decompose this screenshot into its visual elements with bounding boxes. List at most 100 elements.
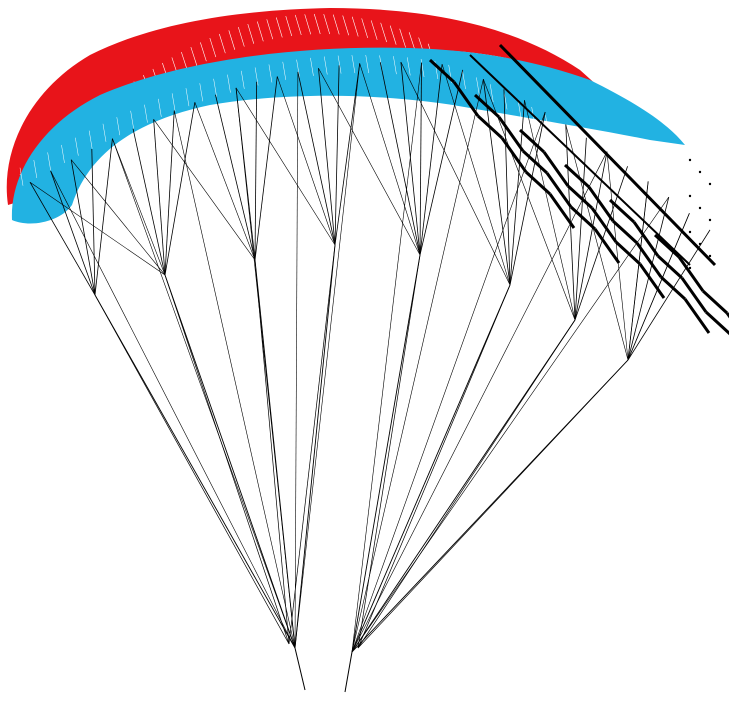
top-rib-line — [275, 17, 283, 38]
bottom-rib-line — [503, 91, 508, 110]
bottom-rib-line — [241, 70, 245, 89]
bottom-rib-line — [351, 55, 356, 74]
bottom-rib-line — [213, 78, 217, 97]
zigzag-segment — [566, 184, 594, 210]
upper-cascade-line — [400, 61, 511, 286]
zigzag-segment — [518, 128, 546, 154]
zigzag-segment — [497, 116, 525, 152]
bottom-rib-line — [310, 57, 314, 76]
upper-cascade-line — [235, 87, 336, 246]
top-rib-line — [399, 28, 406, 48]
tip-dot — [708, 182, 712, 186]
bottom-rib-line — [61, 144, 65, 164]
direct-line — [173, 110, 296, 649]
upper-cascade-line — [29, 182, 96, 296]
upper-cascade-line — [276, 76, 336, 246]
top-rib-line — [560, 160, 568, 175]
tip-dot — [688, 266, 692, 270]
top-rib-line — [190, 46, 198, 66]
top-rib-line — [257, 21, 264, 42]
bottom-rib-line — [144, 104, 148, 123]
upper-cascade-line — [318, 68, 336, 246]
upper-cascade-line — [482, 79, 511, 286]
top-rib-line — [551, 151, 558, 165]
upper-cascade-line — [574, 137, 587, 321]
suspension-lines — [29, 61, 711, 693]
top-rib-line — [361, 18, 368, 39]
top-rib-line — [285, 15, 293, 37]
upper-cascade-line — [164, 110, 175, 276]
bottom-rib-line — [393, 56, 397, 75]
upper-cascade-line — [627, 196, 670, 361]
lower-cascade-line — [351, 254, 421, 653]
zigzag-segment — [587, 186, 615, 222]
bottom-rib-line — [559, 123, 563, 142]
upper-cascade-line — [70, 159, 96, 296]
zigzag-segment — [614, 240, 642, 266]
upper-cascade-line — [153, 119, 166, 276]
folded-tip-zigzag — [428, 43, 729, 336]
direct-line — [50, 170, 296, 649]
zigzag-segment — [593, 228, 621, 264]
upper-cascade-line — [419, 69, 464, 256]
top-rib-line — [342, 15, 349, 36]
riser-line — [344, 651, 353, 693]
upper-cascade-line — [627, 229, 711, 361]
lower-cascade-line — [357, 319, 576, 649]
zigzag-segment — [521, 149, 549, 175]
bottom-rib-line — [406, 57, 411, 76]
top-rib-line — [380, 22, 387, 43]
upper-cascade-line — [483, 79, 576, 321]
upper-cascade-line — [94, 138, 113, 296]
tip-dot — [698, 170, 702, 174]
top-rib-line — [228, 30, 236, 50]
lower-cascade-line — [357, 359, 629, 649]
bottom-rib-line — [88, 130, 93, 149]
upper-cascade-line — [524, 100, 576, 321]
upper-cascade-line — [50, 170, 96, 296]
tip-dot — [698, 242, 702, 246]
lower-cascade-line — [164, 274, 296, 649]
zigzag-segment — [500, 137, 528, 173]
zigzag-segment — [632, 221, 660, 257]
zigzag-segment — [704, 310, 729, 336]
upper-cascade-line — [627, 181, 649, 361]
bottom-rib-line — [19, 167, 24, 186]
tip-edge-line — [498, 43, 717, 267]
upper-cascade-line — [297, 71, 336, 246]
zigzag-segment — [677, 256, 705, 292]
top-rib-line — [200, 42, 207, 62]
tip-edge-line — [469, 54, 691, 266]
tip-dot — [688, 194, 692, 198]
bottom-rib-line — [337, 55, 342, 74]
upper-cascade-line — [574, 166, 628, 321]
direct-line — [351, 196, 670, 653]
zigzag-segment — [638, 263, 666, 299]
bottom-surface-fill — [11, 47, 685, 224]
bottom-rib-line — [669, 202, 674, 221]
bottom-rib-line — [158, 98, 162, 117]
bottom-rib-line — [75, 137, 79, 156]
top-surface-fill — [6, 8, 600, 205]
bottom-rib-line — [33, 159, 38, 179]
bottom-rib-line — [489, 84, 494, 103]
top-rib-line — [513, 113, 520, 129]
top-rib-line — [181, 51, 188, 71]
riser-line — [294, 647, 306, 691]
direct-line — [294, 63, 360, 649]
lower-cascade-line — [351, 319, 576, 653]
zigzag-segment — [680, 277, 708, 313]
lower-cascade-line — [164, 274, 290, 645]
direct-line — [351, 111, 546, 653]
upper-cascade-line — [334, 65, 340, 246]
bottom-rib-line — [185, 88, 190, 107]
upper-cascade-line — [112, 138, 166, 276]
tip-dot — [698, 206, 702, 210]
upper-cascade-line — [254, 76, 278, 261]
top-rib-line — [294, 14, 302, 36]
top-rib-line — [570, 171, 577, 184]
tip-dot — [688, 158, 692, 162]
upper-cascade-line — [91, 148, 96, 296]
